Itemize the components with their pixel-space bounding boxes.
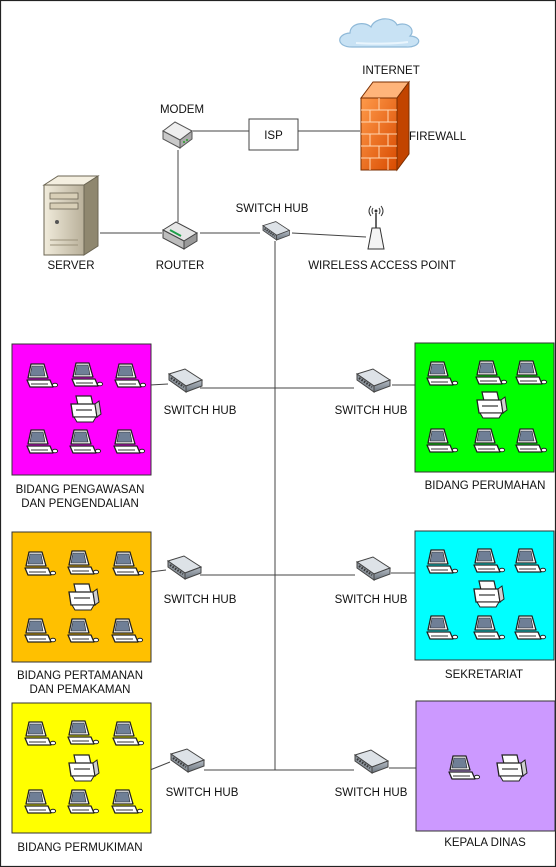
connection-lines [100,130,416,771]
router-label: ROUTER [156,260,205,272]
modem-icon [162,121,193,149]
switch-hub-label: SWITCH HUB [335,405,408,417]
department-label-line2: DAN PEMAKAMAN [30,684,131,696]
internet-label: INTERNET [362,65,420,77]
wireless-access-point-icon [367,205,385,250]
cloud-icon [339,18,420,48]
department-label-line1: SEKRETARIAT [445,669,523,681]
department-block-pengawasan [11,343,152,476]
firewall-label: FIREWALL [409,131,467,143]
modem-label: MODEM [160,104,204,116]
department-label-line1: KEPALA DINAS [444,837,526,849]
isp-label: ISP [264,130,283,142]
isp-box [248,118,299,151]
wireless-access-point-label: WIRELESS ACCESS POINT [308,260,456,272]
switch-hub-label: SWITCH HUB [164,405,237,417]
department-label-line2: DAN PENGENDALIAN [21,498,139,510]
department-block-kepala-dinas [415,700,556,832]
firewall-icon [360,80,410,172]
switch-hub-label: SWITCH HUB [335,787,408,799]
department-block-pertamanan [11,531,152,663]
switch-hub-label: SWITCH HUB [166,787,239,799]
central-switch-hub-label: SWITCH HUB [236,203,309,215]
department-label-line1: BIDANG PERTAMANAN [17,670,143,682]
department-label-line1: BIDANG PENGAWASAN [16,484,145,496]
department-label-line1: BIDANG PERUMAHAN [425,480,546,492]
department-block-perumahan [414,342,555,473]
department-area [415,700,556,832]
switch-hub-label: SWITCH HUB [335,594,408,606]
server-icon [42,175,100,256]
department-block-sekretariat [414,530,555,661]
switch-hub-label: SWITCH HUB [164,594,237,606]
department-block-permukiman [11,702,152,834]
router-icon [161,221,199,250]
department-label-line1: BIDANG PERMUKIMAN [17,842,142,854]
server-label: SERVER [47,260,94,272]
